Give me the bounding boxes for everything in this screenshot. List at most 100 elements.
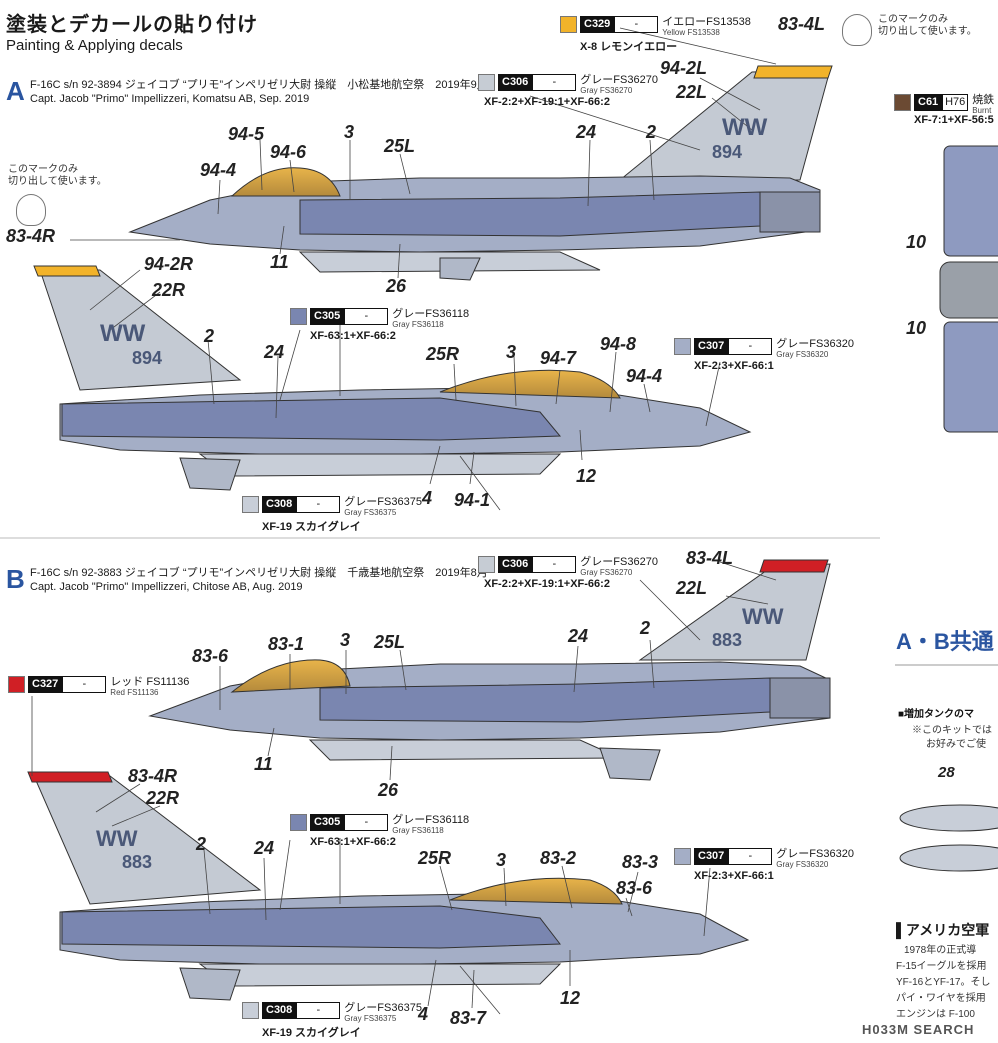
tail-code-b-left: WW [742,604,784,629]
callout: 3 [344,122,355,142]
aircraft-a-right-profile [33,265,752,491]
color-name: グレーFS36375 [344,1002,422,1014]
tail-code-a-right: WW [100,320,146,347]
callout: 83-4R [128,766,178,786]
color-mix-c307-a: XF-2:3+XF-66:1 [694,360,774,372]
tail-serial-b-left: 883 [712,630,743,650]
color-swatch [290,308,307,325]
callout: 26 [378,780,399,800]
callout: 83-6 [616,878,653,898]
color-blank: - [296,496,341,513]
color-code: C307 [694,338,729,355]
callout: 22R [146,788,180,808]
callout: 2 [196,834,207,854]
color-swatch [242,1002,259,1019]
callout: 12 [576,466,597,486]
color-name: グレーFS36118 [392,308,470,320]
callout: 24 [576,122,597,142]
color-sub: Yellow FS13538 [662,28,720,37]
color-blank: - [296,1002,341,1019]
callout: 22R [152,280,186,300]
color-code: C327 [28,676,63,693]
part-number: 10 [906,318,927,338]
callout: 22L [676,82,708,102]
color-sub: Gray FS36320 [776,860,829,869]
aircraft-b-right-profile [27,771,750,1001]
color-sub: Gray FS36375 [344,1014,397,1023]
color-code: C308 [262,496,297,513]
tail-code-a-left: WW [722,114,768,141]
color-name: グレーFS36270 [580,556,658,568]
color-swatch [674,338,691,355]
part-number: 28 [938,764,955,781]
leader-lines [31,27,777,1015]
profile-b-caption-jp: F-16C s/n 92-3883 ジェイコブ “プリモ”インペリゼリ大尉 操縦… [30,567,488,579]
color-sub: Gray FS36118 [392,826,444,835]
callout: 4 [422,488,433,508]
color-name: グレーFS36118 [392,814,470,826]
usaf-text-line: 1978年の正式導 [904,945,977,956]
emblem-icon [842,14,872,46]
tail-serial-a-left: 894 [712,142,743,162]
callout: 25R [426,344,460,364]
callout: 94-2L [660,58,708,78]
color-sub: Gray FS36270 [580,86,633,95]
usaf-text-line: エンジンは F-100 [896,1009,975,1020]
callout: 2 [640,618,651,638]
color-blank: - [614,16,659,33]
color-swatch [478,74,495,91]
profile-a-caption-jp: F-16C s/n 92-3894 ジェイコブ “プリモ”インペリゼリ大尉 操縦… [30,79,488,91]
callout: 11 [254,754,273,774]
color-blank: - [344,814,389,831]
color-blank: - [62,676,107,693]
callout: 4 [418,1004,429,1024]
color-mix-c329: X-8 レモンイエロー [580,41,678,53]
callout: 94-2R [144,254,194,274]
color-mix-c61: XF-7:1+XF-56:5 [914,114,994,126]
color-code: C306 [498,556,533,573]
aircraft-b-left-profile [148,559,831,781]
color-swatch [290,814,307,831]
right-panel-parts [895,145,998,872]
color-swatch [242,496,259,513]
color-blank: - [728,338,773,355]
color-blank: - [344,308,389,325]
color-code: C305 [310,814,345,831]
callout: 25L [374,632,406,652]
color-sub: Red FS11136 [110,688,159,697]
callout: 83-4L [686,548,734,568]
callout: 94-4 [626,366,663,386]
usaf-title: ▌アメリカ空軍 [896,922,990,938]
color-mix-c306-b: XF-2:2+XF-19:1+XF-66:2 [484,578,610,590]
color-sub: Gray FS36270 [580,568,633,577]
callout: 22L [676,578,708,598]
color-mix-c305-a: XF-63:1+XF-66:2 [310,330,396,342]
color-blank: - [532,556,577,573]
callout: 83-6 [192,646,229,666]
mark-note-left: このマークのみ 切り出して使います。 [8,164,107,187]
color-code: C306 [498,74,533,91]
callout: 24 [568,626,589,646]
mark-note-top: このマークのみ 切り出して使います。 [878,14,977,37]
color-swatch [674,848,691,865]
callout: 94-1 [454,490,491,510]
color-sub: Gray FS36320 [776,350,829,359]
callout: 2 [646,122,657,142]
callout: 24 [264,342,285,362]
tank-title: ■増加タンクのマ [898,709,975,720]
callout: 24 [254,838,275,858]
tank-line-2: お好みでご使 [926,739,986,750]
color-name: 焼鉄 [972,94,995,106]
callout: 83-4L [778,14,826,34]
color-name: グレーFS36375 [344,496,422,508]
callout: 25R [418,848,452,868]
color-sub: Gray FS36375 [344,508,397,517]
